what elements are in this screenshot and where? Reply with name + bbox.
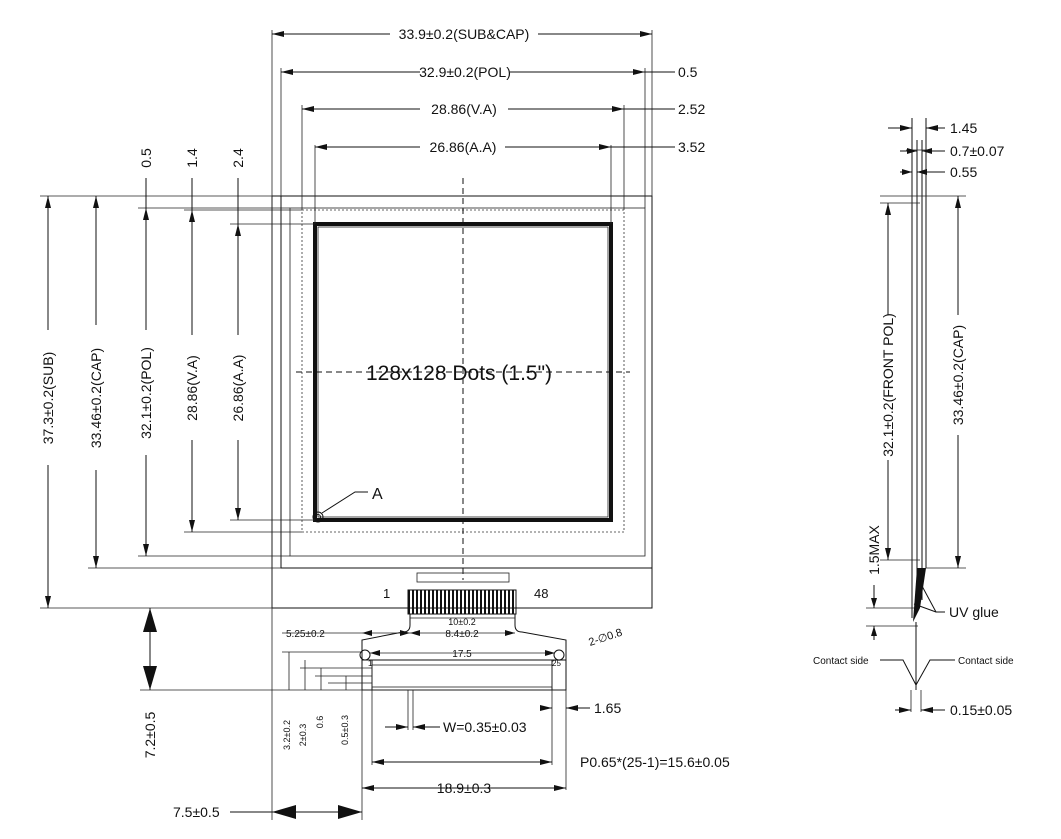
dim-5-25: 5.25±0.2 (286, 629, 325, 640)
front-view (40, 30, 653, 820)
fpc-hole-left (359, 649, 371, 661)
dim-offset-aa: 3.52 (678, 139, 705, 155)
dim-17-5: 17.5 (452, 649, 472, 660)
detail-a-label: A (372, 486, 383, 503)
dim-8-4: 8.4±0.2 (445, 629, 479, 640)
substrate-outline (271, 195, 653, 609)
ic-outline (416, 572, 510, 583)
fpc-pin-1: 1 (368, 659, 373, 668)
pin-start-label: 1 (383, 586, 390, 601)
dim-hole: 2-∅0.8 (587, 627, 624, 649)
pol-outline (289, 207, 646, 557)
bottom-arrows (272, 630, 578, 819)
connector-fingers (407, 589, 517, 615)
fpc-hole-right (553, 649, 565, 661)
dim-offset-pol: 0.5 (678, 64, 698, 80)
dim-7-2: 7.2±0.5 (142, 711, 158, 758)
dim-0-5: 0.5±0.3 (340, 715, 350, 745)
side-contact-left: Contact side (813, 656, 869, 667)
dim-top-1-4: 1.4 (184, 148, 200, 168)
top-dimensions (272, 31, 675, 150)
dim-top-0-5: 0.5 (138, 148, 154, 168)
dim-18-9: 18.9±0.3 (437, 780, 492, 796)
pin-end-label: 48 (534, 586, 548, 601)
side-uv-glue: UV glue (949, 604, 999, 620)
side-contact-right: Contact side (958, 656, 1014, 667)
side-dim-max: 1.5MAX (866, 524, 882, 574)
side-dim-0-7: 0.7±0.07 (950, 143, 1005, 159)
dim-3-2: 3.2±0.2 (282, 720, 292, 750)
fpc-small-width: 10±0.2 (448, 617, 475, 627)
left-dimensions (45, 178, 241, 690)
dim-aa-width: 26.86(A.A) (430, 139, 497, 155)
dim-aa-height: 26.86(A.A) (230, 355, 246, 422)
labels: 33.9±0.2(SUB&CAP) 32.9±0.2(POL) 28.86(V.… (40, 26, 1014, 820)
dim-va-height: 28.86(V.A) (184, 355, 200, 421)
dim-pol-width: 32.9±0.2(POL) (419, 64, 511, 80)
cap-outline (280, 195, 653, 569)
fpc-tail (361, 659, 567, 691)
dim-sub-height: 37.3±0.2(SUB) (40, 352, 56, 445)
dim-7-5: 7.5±0.5 (173, 804, 220, 820)
dim-cap-height: 33.46±0.2(CAP) (88, 348, 104, 448)
detail-a-leader (321, 491, 368, 514)
dim-sub-cap-width: 33.9±0.2(SUB&CAP) (399, 26, 530, 42)
side-dim-front-pol: 32.1±0.2(FRONT POL) (880, 313, 896, 457)
side-dim-0-55: 0.55 (950, 164, 977, 180)
detail-a-circle (312, 511, 324, 523)
dim-va-width: 28.86(V.A) (431, 101, 497, 117)
fpc-pin-25: 25 (552, 659, 561, 668)
dim-0-6: 0.6 (315, 716, 325, 729)
dim-top-2-4: 2.4 (230, 148, 246, 168)
center-label: 128x128 Dots (1.5") (366, 362, 552, 385)
side-dim-0-15: 0.15±0.05 (950, 702, 1012, 718)
side-view (866, 118, 966, 713)
dim-1-65: 1.65 (594, 700, 621, 716)
dim-offset-va: 2.52 (678, 101, 705, 117)
dim-pol-height: 32.1±0.2(POL) (138, 347, 154, 439)
side-dim-cap: 33.46±0.2(CAP) (950, 325, 966, 425)
dim-2: 2±0.3 (298, 724, 308, 746)
dim-pitch: P0.65*(25-1)=15.6±0.05 (580, 754, 730, 770)
uv-glue-shape (913, 568, 926, 622)
dim-w: W=0.35±0.03 (443, 719, 527, 735)
side-dim-1-45: 1.45 (950, 120, 977, 136)
